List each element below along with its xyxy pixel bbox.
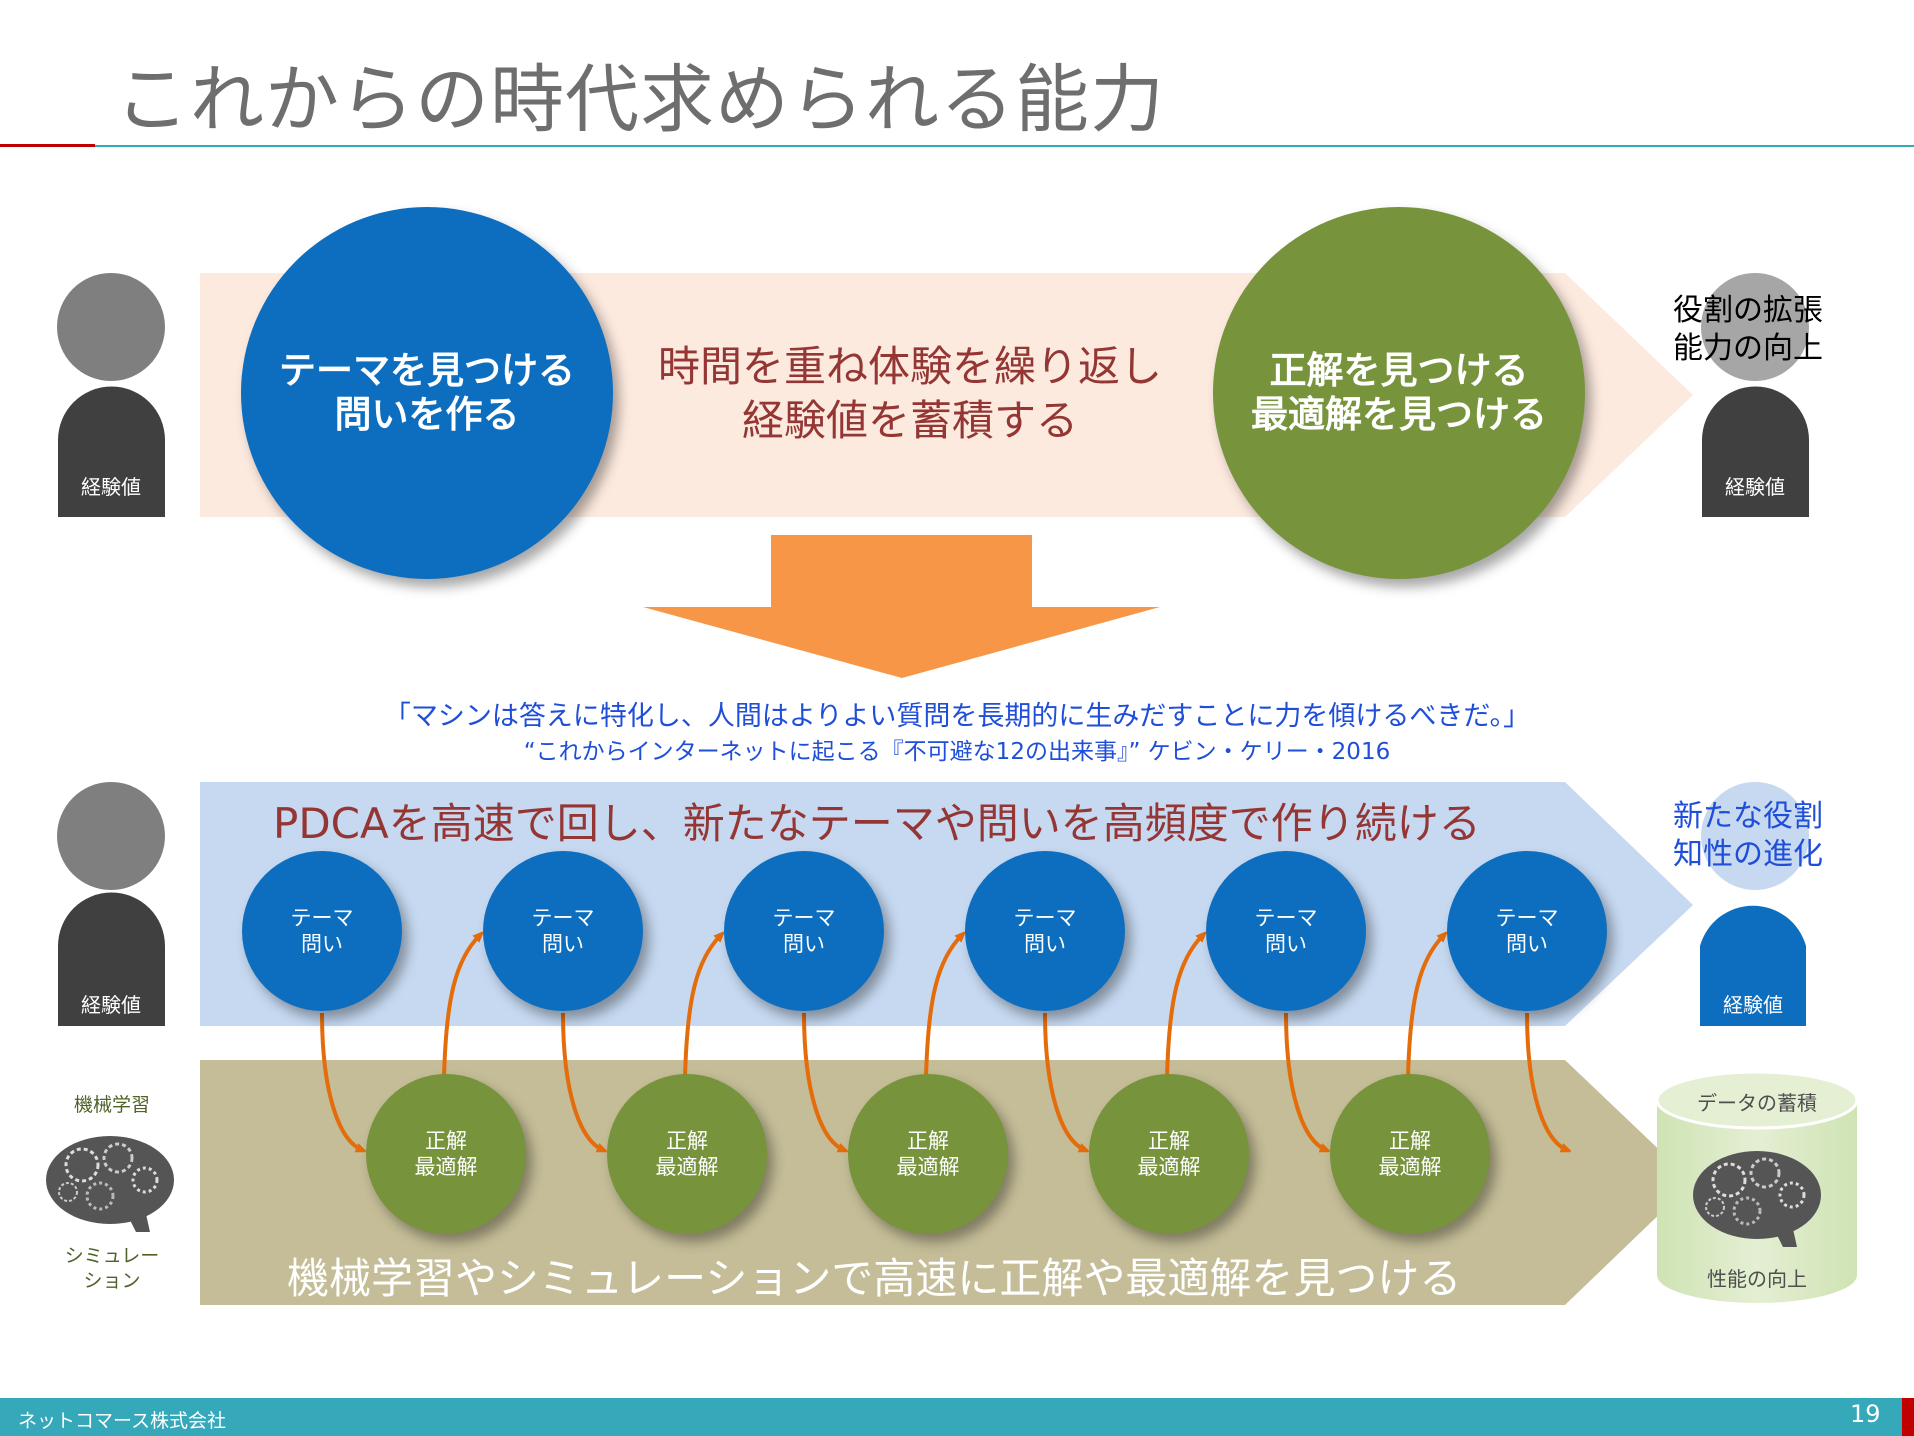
title-underline-red — [0, 144, 95, 147]
circle-left-line2: 問いを作る — [334, 393, 520, 436]
question-label: 問い — [783, 932, 825, 956]
footer-company-name: ネットコマース株式会社 — [18, 1410, 227, 1432]
person-icon-top-right — [1701, 273, 1809, 517]
role-expansion-text: 役割の拡張 能力の向上 — [1673, 292, 1823, 368]
circle-right-line1: 正解を見つける — [1269, 349, 1529, 392]
optimum-label: 最適解 — [896, 1155, 960, 1179]
slide-title: これからの時代求められる能力 — [115, 57, 1165, 143]
experience-label-top-right: 経験値 — [1725, 475, 1785, 499]
answer-label: 正解 — [907, 1129, 949, 1153]
answer-circle-2: 正解最適解 — [607, 1074, 767, 1234]
question-label: 問い — [301, 932, 343, 956]
optimum-label: 最適解 — [414, 1155, 478, 1179]
question-label: 問い — [1265, 932, 1307, 956]
brain-gears-icon-left — [46, 1136, 174, 1232]
question-label: 問い — [1024, 932, 1066, 956]
circle-left-line1: テーマを見つける — [279, 349, 575, 392]
role-expansion-line1: 役割の拡張 — [1673, 293, 1823, 328]
cycle-arrows — [320, 935, 1567, 1150]
theme-circle-3: テーマ問い — [724, 851, 884, 1011]
answer-optimum-circle: 正解を見つける 最適解を見つける — [1213, 207, 1585, 579]
pdca-banner-text: PDCAを高速で回し、新たなテーマや問いを高頻度で作り続ける — [273, 799, 1481, 848]
middle-text-line1: 時間を重ね体験を繰り返し — [657, 342, 1162, 391]
answer-label: 正解 — [666, 1129, 708, 1153]
simulation-line2: ション — [83, 1270, 141, 1292]
role-expansion-line2: 能力の向上 — [1673, 331, 1823, 366]
answer-circle-4: 正解最適解 — [1089, 1074, 1249, 1234]
new-role-line2: 知性の進化 — [1673, 837, 1823, 872]
theme-circle-1: テーマ問い — [242, 851, 402, 1011]
answer-label: 正解 — [1389, 1129, 1431, 1153]
optimum-label: 最適解 — [1378, 1155, 1442, 1179]
answer-label: 正解 — [425, 1129, 467, 1153]
person-icon-middle-left — [57, 782, 165, 1026]
new-role-text: 新たな役割 知性の進化 — [1673, 798, 1823, 874]
simulation-label: シミュレー ション — [52, 1244, 172, 1294]
machine-learning-banner-text: 機械学習やシミュレーションで高速に正解や最適解を見つける — [287, 1254, 1462, 1303]
experience-label-middle-left: 経験値 — [81, 993, 141, 1017]
page-number: 19 — [1850, 1400, 1881, 1428]
theme-label: テーマ — [1495, 906, 1559, 930]
theme-label: テーマ — [772, 906, 836, 930]
optimum-label: 最適解 — [655, 1155, 719, 1179]
down-arrow — [643, 535, 1160, 678]
machine-learning-label: 機械学習 — [73, 1094, 150, 1116]
person-icon-top-left — [57, 273, 165, 517]
experience-label-middle-right: 経験値 — [1723, 993, 1783, 1017]
theme-circle-2: テーマ問い — [483, 851, 643, 1011]
question-label: 問い — [542, 932, 584, 956]
optimum-label: 最適解 — [1137, 1155, 1201, 1179]
brain-gears-icon-right — [1693, 1151, 1821, 1247]
theme-circle-5: テーマ問い — [1206, 851, 1366, 1011]
quote-source: “これからインターネットに起こる『不可避な12の出来事』” ケビン・ケリー・20… — [523, 739, 1391, 765]
title-underline-teal — [95, 145, 1914, 147]
kevin-kelly-quote: 「マシンは答えに特化し、人間はよりよい質問を長期的に生みだすことに力を傾けるべき… — [383, 701, 1531, 732]
theme-label: テーマ — [531, 906, 595, 930]
theme-circle-6: テーマ問い — [1447, 851, 1607, 1011]
answer-label: 正解 — [1148, 1129, 1190, 1153]
experience-accumulation-text: 時間を重ね体験を繰り返し 経験値を蓄積する — [640, 340, 1180, 448]
theme-question-circle: テーマを見つける 問いを作る — [241, 207, 613, 579]
simulation-line1: シミュレー — [64, 1245, 160, 1267]
question-label: 問い — [1506, 932, 1548, 956]
theme-label: テーマ — [290, 906, 354, 930]
theme-label: テーマ — [1254, 906, 1318, 930]
answer-circle-1: 正解最適解 — [366, 1074, 526, 1234]
performance-improvement-label: 性能の向上 — [1707, 1267, 1807, 1291]
new-role-line1: 新たな役割 — [1673, 799, 1823, 834]
answer-circle-5: 正解最適解 — [1330, 1074, 1490, 1234]
theme-label: テーマ — [1013, 906, 1077, 930]
answer-circle-3: 正解最適解 — [848, 1074, 1008, 1234]
circle-right-line2: 最適解を見つける — [1251, 393, 1547, 436]
theme-circle-4: テーマ問い — [965, 851, 1125, 1011]
person-icon-middle-right — [1700, 782, 1809, 1026]
data-accumulation-label: データの蓄積 — [1697, 1091, 1817, 1115]
middle-text-line2: 経験値を蓄積する — [741, 396, 1078, 445]
footer-bar — [0, 1398, 1914, 1436]
experience-label-top-left: 経験値 — [81, 475, 141, 499]
footer-accent — [1902, 1398, 1914, 1436]
